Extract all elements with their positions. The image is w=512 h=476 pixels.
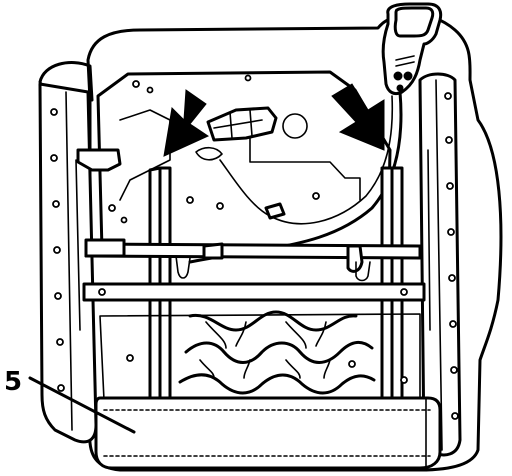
cable-clip-left bbox=[202, 242, 224, 260]
cable-loop-left bbox=[175, 255, 191, 279]
cable-clip-mid bbox=[264, 202, 286, 220]
lumbar-springs bbox=[178, 310, 376, 395]
upper-left-bracket bbox=[76, 148, 122, 172]
cable-loop-right bbox=[355, 261, 371, 282]
lower-cross-bar bbox=[82, 282, 426, 302]
lumbar-panel-holes bbox=[126, 354, 408, 384]
left-rail-wire bbox=[75, 159, 81, 331]
upper-panel-holes bbox=[108, 74, 320, 224]
left-cable-end bbox=[84, 238, 126, 258]
lower-cross-bar-holes bbox=[98, 288, 408, 296]
release-cable-inner bbox=[219, 95, 394, 225]
right-rail-wire bbox=[427, 149, 431, 331]
callout-5-leader bbox=[28, 376, 136, 434]
cable-clip-upper bbox=[195, 146, 223, 161]
upper-cross-bar bbox=[84, 242, 422, 260]
left-rail-holes bbox=[50, 108, 65, 392]
upper-panel-round-cutout bbox=[282, 113, 308, 139]
arrow-left bbox=[163, 89, 210, 157]
callout-5-label: 5 bbox=[4, 367, 22, 397]
arrow-right bbox=[331, 83, 385, 151]
bottom-trim-panel bbox=[94, 396, 442, 470]
upper-panel-step bbox=[249, 117, 361, 201]
recliner-mechanism-detail bbox=[213, 109, 263, 139]
release-handle bbox=[381, 2, 443, 96]
right-rail-holes bbox=[444, 92, 459, 420]
right-rail-inner-edge bbox=[435, 79, 443, 451]
backrest-cover-outline bbox=[86, 12, 503, 472]
left-rail-inner-edge bbox=[65, 91, 73, 431]
cable-clip-right bbox=[346, 244, 364, 273]
